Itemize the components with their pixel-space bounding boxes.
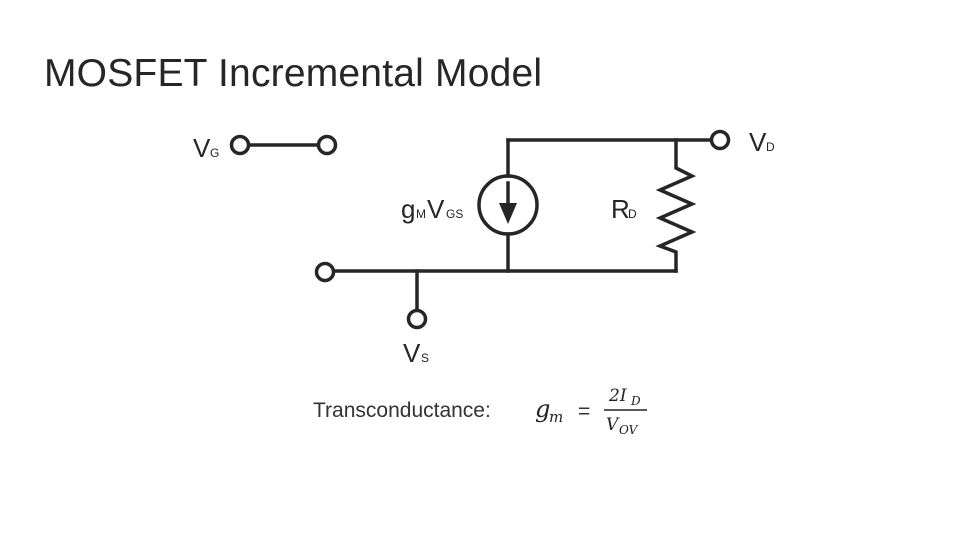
label-rd: R D	[611, 194, 637, 224]
svg-text:S: S	[421, 351, 429, 365]
equation-lhs: g	[535, 395, 550, 423]
drain-terminal[interactable]	[709, 129, 731, 151]
svg-text:M: M	[416, 207, 426, 221]
svg-text:D: D	[628, 207, 637, 221]
svg-text:V: V	[403, 338, 421, 368]
label-vg: V G	[193, 133, 219, 163]
resistor-rd	[655, 138, 697, 273]
equation-numerator-sub: D	[630, 394, 641, 408]
source-terminal[interactable]	[406, 308, 428, 330]
svg-text:D: D	[766, 140, 775, 154]
equation-equals: =	[578, 400, 590, 423]
svg-text:V: V	[749, 127, 767, 157]
svg-text:g: g	[401, 194, 415, 224]
equation-lhs-sub: m	[549, 408, 563, 426]
svg-text:R: R	[611, 194, 630, 224]
page-title: MOSFET Incremental Model	[44, 52, 543, 95]
source-left-terminal[interactable]	[314, 261, 336, 283]
equation-denominator-sub: OV	[619, 423, 639, 437]
equation-label: Transconductance:	[313, 399, 491, 422]
svg-text:G: G	[210, 146, 219, 160]
current-source-arrow-icon	[499, 203, 517, 224]
transconductance-equation: Transconductance: g m = 2I D V OV	[313, 386, 647, 437]
svg-text:GS: GS	[446, 207, 463, 221]
label-gm-vgs: g M V GS	[401, 194, 463, 224]
svg-text:V: V	[193, 133, 211, 163]
equation-numerator: 2I	[608, 386, 627, 406]
svg-text:V: V	[427, 194, 445, 224]
label-vd: V D	[749, 127, 775, 157]
gate-terminal-left[interactable]	[229, 134, 251, 156]
label-vs: V S	[403, 338, 429, 368]
equation-denominator: V	[606, 415, 620, 435]
gate-terminal-right[interactable]	[316, 134, 338, 156]
